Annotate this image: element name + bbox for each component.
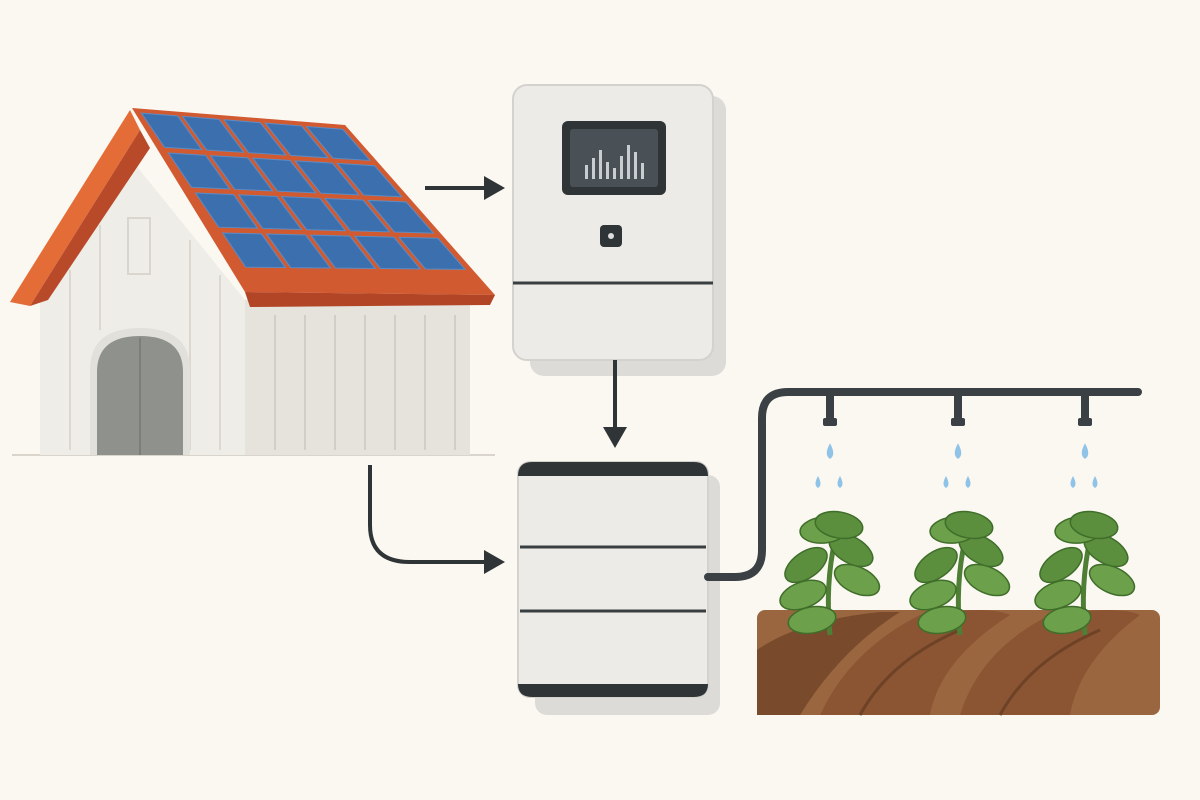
- plant: [909, 510, 1011, 636]
- leaf: [944, 510, 994, 540]
- water-drop: [965, 476, 971, 488]
- solar-panel-cell: [209, 155, 274, 192]
- nozzle: [826, 394, 834, 420]
- solar-panel-cell: [221, 232, 287, 269]
- solar-panel-cell: [264, 122, 329, 159]
- water-drop: [837, 476, 843, 488]
- solar-panel-cell: [305, 125, 372, 162]
- solar-panel-cell: [237, 194, 303, 230]
- solar-panel-cell: [294, 160, 360, 196]
- irrigation-pipe: [704, 388, 1142, 581]
- flow-arrows: [368, 186, 617, 564]
- solar-panel-cell: [367, 199, 435, 234]
- attic-vent: [127, 217, 151, 275]
- water-drop: [826, 443, 834, 459]
- leaf: [1042, 605, 1092, 635]
- nozzle: [1081, 394, 1089, 420]
- soil-bed: [757, 610, 1160, 716]
- nozzle: [954, 394, 962, 420]
- water-drop: [1070, 476, 1076, 488]
- leaf: [914, 546, 958, 584]
- water-drop: [943, 476, 949, 488]
- plants: [779, 510, 1136, 636]
- solar-panel-cell: [181, 115, 245, 153]
- leaf: [1039, 546, 1083, 584]
- solar-panel-cell: [336, 162, 403, 198]
- bar-chart-icon: [585, 145, 644, 179]
- leaf: [963, 563, 1011, 597]
- solar-panel-cell: [265, 233, 332, 269]
- solar-panel-cell: [194, 192, 259, 229]
- inverter: [512, 84, 726, 376]
- solar-panel-cell: [167, 152, 231, 190]
- solar-panel-cell: [222, 119, 287, 156]
- solar-panel-cell: [140, 112, 203, 151]
- leaf: [833, 563, 881, 597]
- house: [10, 108, 495, 456]
- arrow-house-to-battery: [368, 465, 488, 564]
- water-drop: [954, 443, 962, 459]
- solar-panel-cell: [280, 196, 347, 232]
- solar-panel-cell: [353, 235, 422, 270]
- leaf: [917, 605, 967, 635]
- water-drop: [815, 476, 821, 488]
- leaf: [784, 546, 828, 584]
- solar-panels: [140, 112, 467, 270]
- solar-panel-cell: [397, 236, 467, 270]
- plant: [1034, 510, 1136, 636]
- leaf: [814, 510, 864, 540]
- leaf: [787, 605, 837, 635]
- plant: [779, 510, 881, 636]
- solar-panel-cell: [309, 234, 377, 269]
- leaf: [1088, 563, 1136, 597]
- water-drop: [1092, 476, 1098, 488]
- battery: [517, 461, 720, 715]
- leaf: [1069, 510, 1119, 540]
- roof-edge: [10, 110, 140, 306]
- solar-panel-cell: [251, 157, 317, 194]
- water-drop: [1081, 443, 1089, 459]
- solar-panel-cell: [323, 197, 391, 233]
- house-side-wall: [245, 300, 470, 455]
